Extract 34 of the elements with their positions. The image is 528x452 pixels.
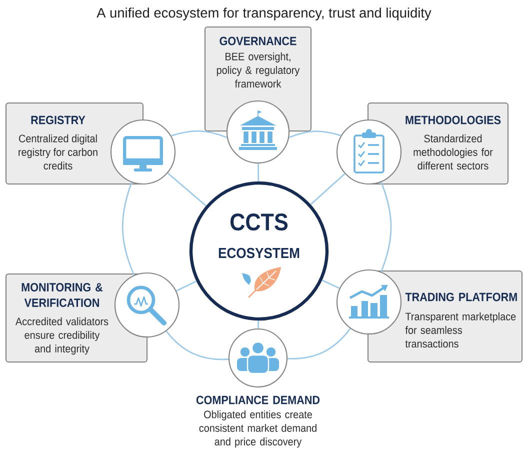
connector-line xyxy=(310,173,346,205)
icon-circle xyxy=(336,269,402,335)
heading: COMPLIANCE DEMAND xyxy=(196,396,320,404)
hub-subtitle: ECOSYSTEM xyxy=(218,248,300,258)
icon-circle xyxy=(336,119,402,185)
hub-circle xyxy=(189,181,329,321)
icon-circle xyxy=(114,272,180,338)
icon-circle xyxy=(110,119,176,185)
description: Accredited validators ensure credibility and integrity xyxy=(16,317,108,355)
description: BEE oversight, policy & regulatory framework xyxy=(216,52,300,88)
connector-line xyxy=(171,130,228,138)
heading: MONITORING & VERIFICATION xyxy=(22,283,103,307)
connector-line xyxy=(380,182,392,272)
icon-circle xyxy=(196,328,320,448)
connector-line xyxy=(122,182,135,276)
description: Centralized digital registry for carbon credits xyxy=(18,134,98,170)
connector-line xyxy=(166,330,228,360)
connector-line xyxy=(167,172,207,206)
title: A unified ecosystem for transparency, trust and liquidity xyxy=(96,8,432,20)
description: Standardized methodologies for different sectors xyxy=(414,134,493,170)
description: Transparent marketplace for seamless transactions xyxy=(405,312,516,348)
connector-line xyxy=(258,164,260,182)
connector-line xyxy=(288,328,351,360)
heading: METHODOLOGIES xyxy=(406,116,501,124)
connector-line xyxy=(176,280,197,292)
heading: REGISTRY xyxy=(31,116,86,124)
description: Obligated entities create consistent market demand and price discovery xyxy=(199,410,316,448)
heading: TRADING PLATFORM xyxy=(405,292,517,302)
icon-circle xyxy=(226,100,290,164)
connector-line xyxy=(288,130,342,138)
connector-line xyxy=(258,320,260,328)
heading: GOVERNANCE xyxy=(220,36,296,46)
hub-title: CCTS xyxy=(230,214,288,230)
connector-line xyxy=(322,280,340,289)
